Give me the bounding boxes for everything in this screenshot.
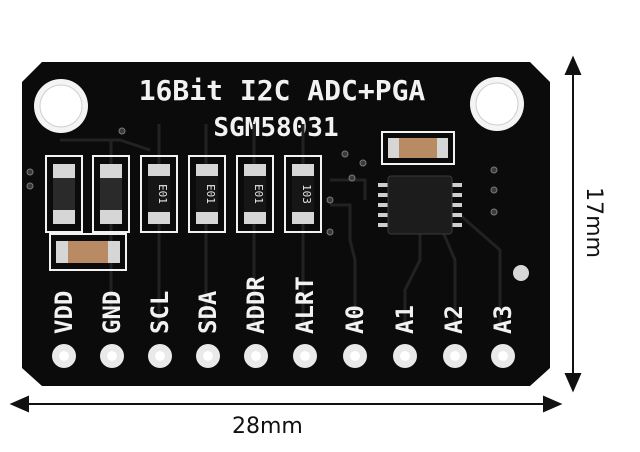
pin-hole-a3 (491, 344, 515, 368)
capacitor-top-right (381, 131, 455, 165)
pin-label-gnd: GND (98, 291, 126, 334)
adc-chip (378, 175, 462, 235)
pin-label-addr: ADDR (242, 276, 270, 334)
pin-hole-a2 (443, 344, 467, 368)
resistor-code-1: E01 (156, 184, 169, 204)
pin-label-a1: A1 (391, 305, 419, 334)
component-row: E01 E01 E01 103 (45, 155, 322, 233)
pin-hole-sda (196, 344, 220, 368)
pin-label-sda: SDA (194, 290, 222, 334)
mounting-hole-right (470, 77, 524, 131)
pin-header (52, 344, 515, 368)
board-title: 16Bit I2C ADC+PGA (139, 74, 426, 107)
pin1-marker (513, 265, 529, 281)
pin-hole-alrt (293, 344, 317, 368)
resistor-code-2: E01 (204, 184, 217, 204)
resistor-code-4: 103 (300, 184, 313, 204)
resistor-code-3: E01 (252, 184, 265, 204)
pin-hole-scl (148, 344, 172, 368)
pcb-traces (60, 124, 502, 330)
height-dimension-label: 17mm (580, 187, 606, 258)
height-dimension-arrow (564, 55, 582, 393)
pin-label-scl: SCL (146, 291, 174, 334)
pin-label-a2: A2 (440, 305, 468, 334)
width-dimension-label: 28mm (232, 414, 303, 439)
pin-hole-gnd (100, 344, 124, 368)
pin-label-a0: A0 (341, 305, 369, 334)
pin-labels: VDD GND SCL SDA ADDR ALRT A0 A1 A2 A3 (50, 276, 517, 334)
mounting-hole-left (34, 79, 88, 133)
chip-name-label: SGM58031 (213, 113, 338, 143)
pin-hole-a1 (393, 344, 417, 368)
pin-label-alrt: ALRT (291, 276, 319, 334)
pin-hole-addr (244, 344, 268, 368)
pin-label-vdd: VDD (50, 291, 78, 334)
pin-hole-vdd (52, 344, 76, 368)
pin-label-a3: A3 (489, 305, 517, 334)
width-dimension-arrow (9, 395, 563, 413)
pin-hole-a0 (343, 344, 367, 368)
capacitor-bottom-left (49, 233, 127, 271)
pcb-vias (26, 127, 498, 236)
